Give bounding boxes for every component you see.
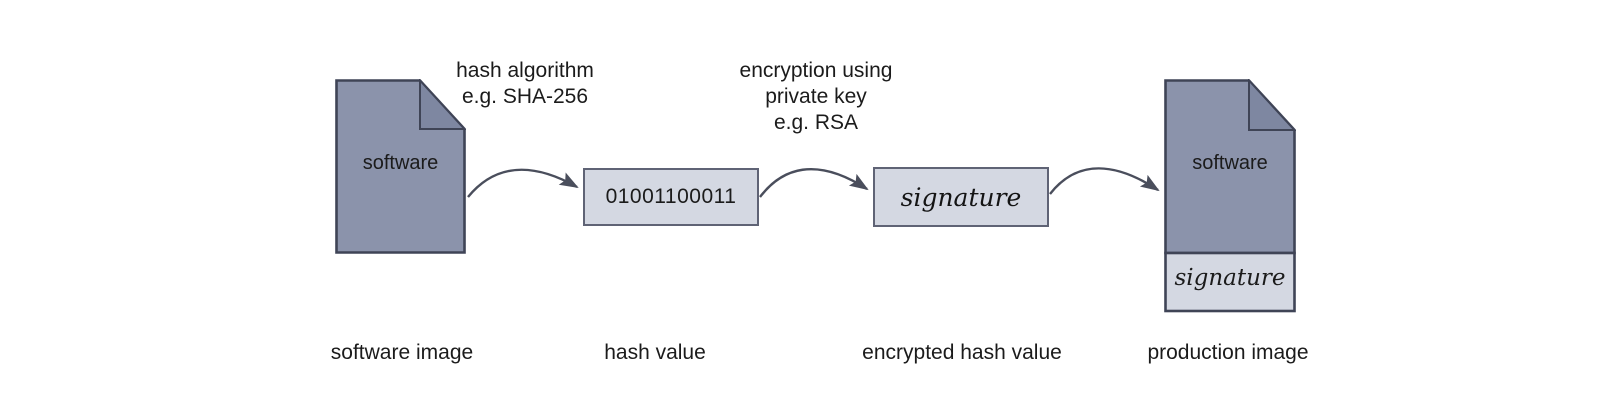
signature-box: signature [873,167,1049,227]
embedded-signature-section [1164,251,1296,313]
production-document-label: software [1192,152,1268,174]
production-document-shape [1164,79,1296,313]
caption-software-image: software image [330,341,474,364]
arrow-hash [467,168,579,198]
source-document-label: software [362,152,439,174]
hash-value-text: 01001100011 [605,185,737,208]
arrow-embed [1049,167,1160,195]
caption-production-image: production image [1147,341,1309,364]
folded-corner-icon [1248,79,1296,131]
source-document-shape [335,79,466,254]
arrow-encrypt [759,167,869,198]
encrypt-step-label: encryption using private key e.g. RSA [739,59,893,134]
folded-corner-icon [419,79,466,130]
embedded-signature-label: signature [1174,265,1286,291]
hash-value-box: 01001100011 [583,168,759,226]
caption-encrypted-hash-value: encrypted hash value [862,341,1062,364]
signature-box-text: signature [900,182,1022,212]
hash-step-label: hash algorithm e.g. SHA-256 [456,59,594,108]
caption-hash-value: hash value [604,341,706,364]
